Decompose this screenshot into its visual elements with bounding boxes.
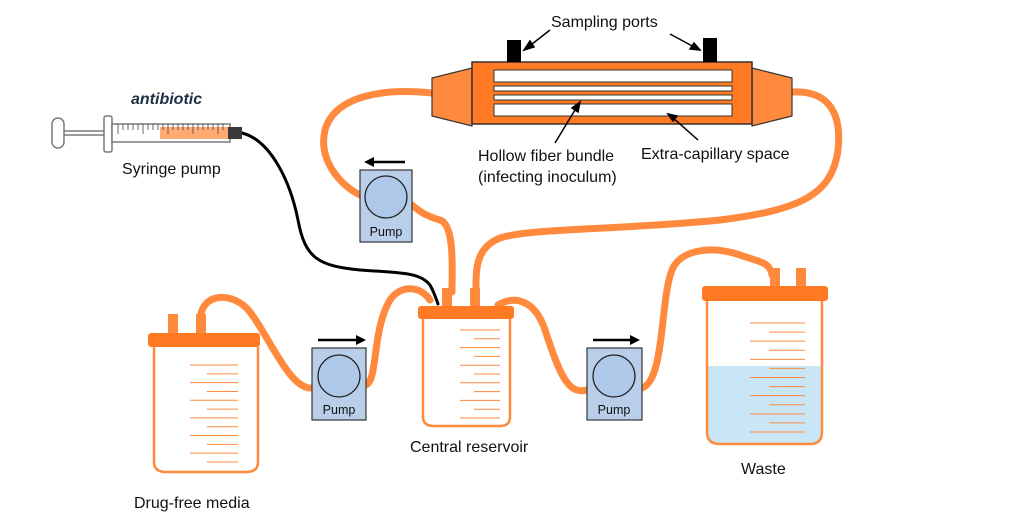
hollow-fiber-label-line1: Hollow fiber bundle [478, 148, 615, 165]
tube-pump-to-waste [638, 246, 776, 392]
syringe-pump-label: Syringe pump [122, 161, 221, 178]
tube-reservoir-to-pump [494, 296, 591, 395]
hollow-fiber-label-line2: (infecting inoculum) [478, 169, 617, 186]
reservoir-icon-central [418, 288, 514, 428]
pump-right-label: Pump [598, 403, 631, 417]
central-reservoir-label: Central reservoir [410, 439, 529, 456]
sampling-port-right [703, 38, 717, 62]
waste-label: Waste [741, 461, 786, 478]
pump-top-label: Pump [370, 225, 403, 239]
reservoir-icon-media [148, 314, 260, 474]
pump-left-label: Pump [323, 403, 356, 417]
antibiotic-line [240, 131, 440, 306]
sampling-ports-label: Sampling ports [551, 14, 658, 31]
tube-toppump-to-cartridge [320, 88, 436, 199]
syringe-icon [51, 115, 242, 153]
tube-reservoir-to-toppump [408, 201, 456, 296]
hollow-fiber-cartridge-icon [431, 38, 793, 127]
drug-free-media-label: Drug-free media [134, 495, 250, 512]
pump-icon: Pump Pump Pump [311, 157, 643, 421]
antibiotic-label: antibiotic [131, 91, 203, 108]
reservoir-icon-waste [702, 268, 828, 446]
tube-pump-to-reservoir [362, 285, 434, 389]
sampling-port-left [507, 40, 521, 62]
annotation-arrows [522, 29, 702, 144]
tubing [196, 88, 843, 395]
tube-media-to-pump [196, 294, 316, 392]
extra-capillary-label: Extra-capillary space [641, 146, 790, 163]
tube-cartridge-return [472, 88, 843, 296]
